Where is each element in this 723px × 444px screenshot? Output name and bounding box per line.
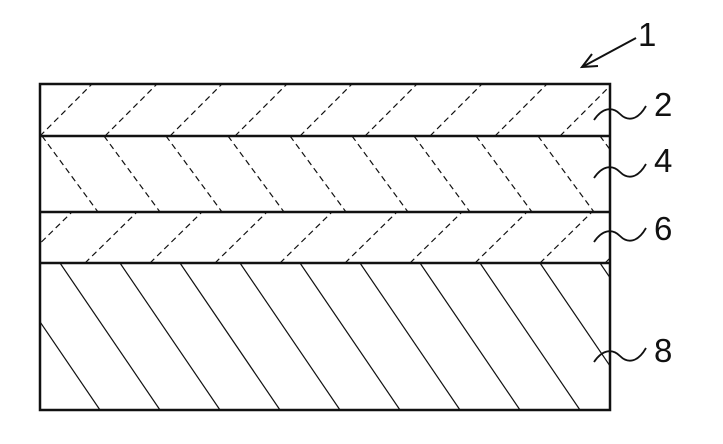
label-4: 4 [654,142,672,179]
leader-6 [594,228,646,242]
label-1: 1 [638,16,656,53]
stack-outline [40,84,610,410]
leader-2 [594,106,646,120]
label-2: 2 [654,86,672,123]
layer-2-hatch [40,84,612,136]
label-8: 8 [654,332,672,369]
leader-8 [594,348,646,362]
leader-4 [594,164,646,178]
layer-6-hatch [20,212,657,263]
label-6: 6 [654,210,672,247]
layer-4-hatch [0,136,656,212]
assembly-arrow [582,38,636,67]
layer-8-hatch [0,263,700,410]
